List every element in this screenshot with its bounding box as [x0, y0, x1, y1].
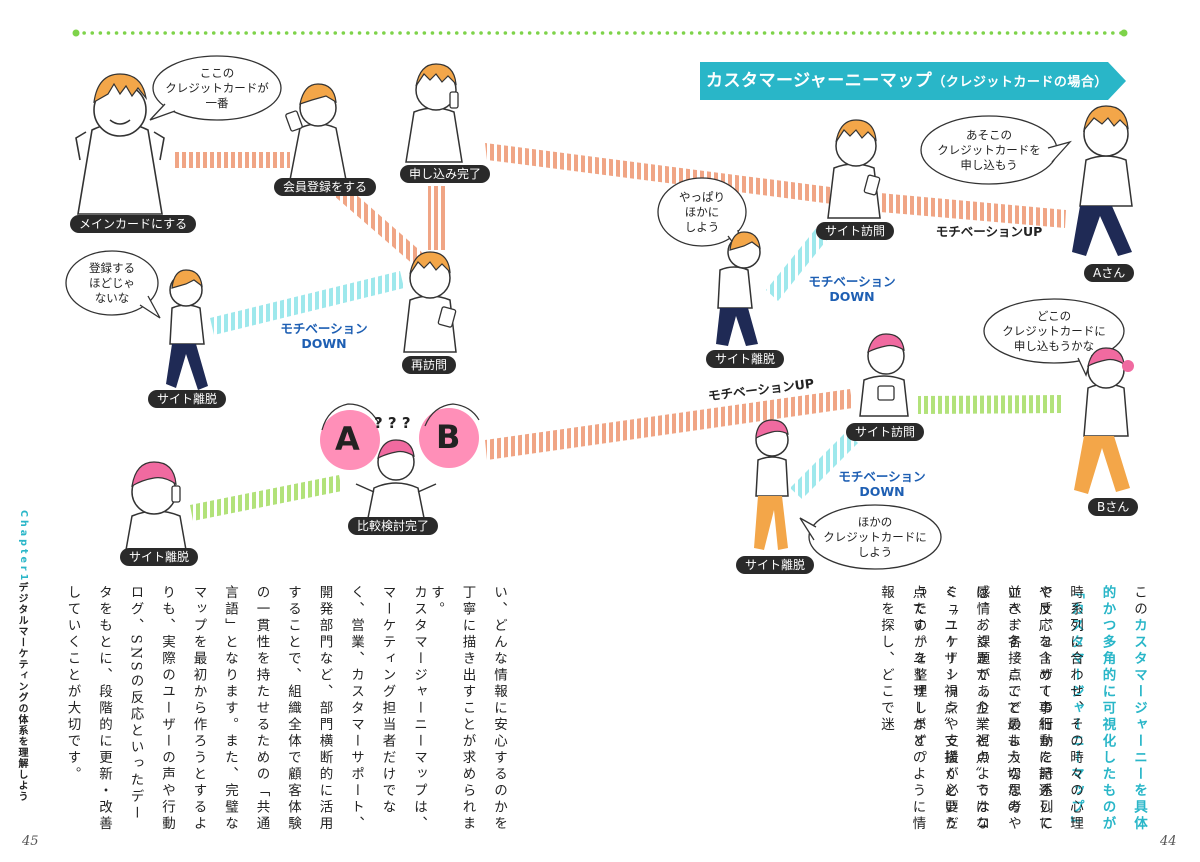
persona-revisit [403, 251, 457, 353]
motivation-a-up: モチベーションUP [935, 224, 1043, 239]
compare-cloud-b [419, 403, 480, 468]
bubble-exit-1: 登録する ほどじゃ ないな [89, 260, 135, 305]
compare-option-a: A [335, 420, 360, 458]
motivation-a-down: モチベーション DOWN [808, 274, 896, 304]
label-exit-1: サイト離脱 [148, 390, 227, 408]
label-exit-2: サイト離脱 [120, 548, 199, 566]
bubble-a-exit: やっぱり ほかに しよう [679, 189, 725, 234]
compare-option-b: B [436, 418, 461, 456]
persona-b-san [1074, 347, 1134, 494]
right-para1-highlight: カスタマージャーニーを具体的かつ多角的に可視化したものが「カスタマージャーニーマ… [1068, 585, 1147, 833]
body-text-right-para1: このカスタマージャーニーを具体的かつ多角的に可視化したものが「カスタマージャーニ… [911, 585, 1154, 835]
band-b-visit-to-b-exit [790, 432, 858, 499]
label-member-register: 会員登録をする [274, 178, 377, 196]
bubble-main-card: ここの クレジットカードが 一番 [165, 65, 269, 110]
compare-cloud-a [320, 403, 380, 470]
label-a-san: Aさん [1084, 264, 1135, 282]
band-a-visit-to-a [880, 193, 1066, 228]
bubble-b-exit: ほかの クレジットカードに しよう [823, 514, 927, 559]
label-b-exit: サイト離脱 [736, 556, 815, 574]
page-number-right: 44 [1160, 834, 1177, 849]
band-compare-to-b-visit [485, 389, 853, 460]
map-title-sub: （クレジットカードの場合） [932, 75, 1108, 90]
persona-exit-1 [166, 269, 208, 390]
persona-a-visit [827, 119, 881, 219]
body-text-left-para2: カスタマージャーニーマップは、マーケティング担当者だけでなく、営業、カスタマーサ… [64, 585, 434, 835]
map-title: カスタマージャーニーマップ（クレジットカードの場合） [706, 64, 1108, 98]
persona-b-visit [859, 333, 909, 417]
header-banner [700, 62, 1126, 100]
band-apply-to-a-visit [485, 143, 840, 205]
label-main-card: メインカードにする [70, 215, 197, 233]
chapter-label: Chapter1 [18, 510, 29, 584]
label-compare-complete: 比較検討完了 [348, 517, 439, 535]
right-para1-body: です。ユーザーの行動を時系列に並べ、各接点でどのような思考や感情、課題があり、ど… [910, 585, 1053, 833]
label-b-san: Bさん [1088, 498, 1139, 516]
body-text-left-para1: い、どんな情報に安心するのかを丁寧に描き出すことが求められます。 [428, 585, 514, 835]
label-a-visit: サイト訪問 [816, 222, 895, 240]
label-revisit: 再訪問 [402, 356, 457, 374]
left-para2-text: カスタマージャーニーマップは、マーケティング担当者だけでなく、営業、カスタマーサ… [64, 585, 428, 833]
band-a-visit-to-exit [766, 226, 830, 301]
speech-bubbles [65, 55, 1125, 570]
right-para2-text: 時系列に合わせ、その時々の心理や反応を含めて事細かに記述していきます。ここで最も… [878, 585, 1083, 833]
persona-compare [355, 439, 437, 519]
label-b-visit: サイト訪問 [846, 423, 925, 441]
journey-connectors [175, 143, 1066, 521]
motivation-b-down: モチベーション DOWN [838, 469, 926, 499]
persona-main-card [75, 73, 165, 215]
persona-a-san [1072, 105, 1133, 256]
band-exit-to-revisit [210, 271, 404, 335]
label-a-exit: サイト離脱 [706, 350, 785, 368]
map-title-main: カスタマージャーニーマップ [706, 71, 933, 91]
persona-b-exit [754, 419, 789, 550]
bubble-b-san: どこの クレジットカードに 申し込もうかな [1002, 308, 1106, 353]
band-register-to-revisit [325, 176, 425, 266]
chapter-title: デジタルマーケティングの体系を理解しよう [16, 582, 27, 802]
left-para1-text: い、どんな情報に安心するのかを丁寧に描き出すことが求められます。 [428, 585, 507, 833]
bubble-a-san: あそこの クレジットカードを 申し込もう [937, 127, 1041, 172]
persona-register [285, 83, 347, 181]
motivation-left-down: モチベーション DOWN [280, 321, 368, 351]
page-number-left: 45 [22, 834, 39, 849]
band-apply-to-revisit [428, 186, 447, 250]
band-exit2-to-compare [190, 475, 342, 521]
band-b-visit-to-b [918, 395, 1062, 414]
compare-question-marks: ? ? ? [374, 414, 411, 432]
persona-apply [405, 63, 463, 163]
persona-a-exit [716, 231, 761, 346]
persona-exit-2 [125, 461, 187, 551]
label-apply-complete: 申し込み完了 [400, 165, 491, 183]
right-para1-lead: この [1131, 585, 1147, 618]
body-text-right-para2: 時系列に合わせ、その時々の心理や反応を含めて事細かに記述していきます。ここで最も… [690, 585, 1090, 835]
band-main-to-register [175, 152, 290, 168]
